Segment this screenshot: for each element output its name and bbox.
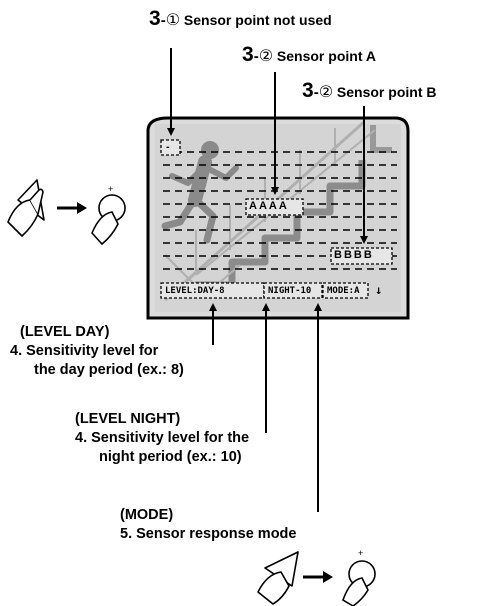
note-level-night: (LEVEL NIGHT) 4. Sensitivity level for t… bbox=[75, 410, 249, 467]
osd-level-day: LEVEL:DAY-8 bbox=[165, 285, 225, 297]
round-button-press-illustration bbox=[92, 195, 125, 244]
osd-mode: MODE:A bbox=[327, 285, 360, 297]
note-level-night-heading: (LEVEL NIGHT) bbox=[75, 410, 249, 429]
round-button-press-illustration-bottom bbox=[343, 561, 375, 606]
note-level-day: (LEVEL DAY) 4. Sensitivity level for the… bbox=[10, 323, 184, 380]
note-mode-heading: (MODE) bbox=[120, 506, 296, 525]
note-level-day-line2: the day period (ex.: 8) bbox=[34, 361, 184, 380]
right-arrow-icon-bottom bbox=[303, 571, 333, 583]
plus-sign: + bbox=[108, 185, 113, 194]
callout-sensor-point-a: 3-② Sensor point A bbox=[242, 44, 376, 65]
note-mode: (MODE) 5. Sensor response mode bbox=[120, 506, 296, 544]
sensor-a-marker: AAAA bbox=[249, 200, 289, 213]
note-mode-line1: 5. Sensor response mode bbox=[120, 525, 296, 544]
unused-sensor-marker: - bbox=[166, 141, 172, 154]
note-level-night-line1: 4. Sensitivity level for the bbox=[75, 429, 249, 448]
menu-button-press-illustration-bottom bbox=[258, 552, 298, 604]
note-level-day-line1: 4. Sensitivity level for bbox=[10, 342, 184, 361]
plus-sign-bottom: + bbox=[358, 549, 363, 558]
note-level-day-heading: (LEVEL DAY) bbox=[20, 323, 184, 342]
sensor-b-marker: BBBB bbox=[334, 249, 374, 262]
note-level-night-line2: night period (ex.: 10) bbox=[99, 448, 249, 467]
callout-sensor-not-used: 3-① Sensor point not used bbox=[149, 8, 332, 29]
menu-button-press-illustration bbox=[8, 180, 44, 236]
callout-sensor-point-b: 3-② Sensor point B bbox=[302, 80, 436, 101]
right-arrow-icon bbox=[57, 202, 87, 214]
osd-down-arrow-icon: ↓ bbox=[375, 284, 382, 296]
osd-night: NIGHT-10 bbox=[268, 285, 311, 297]
